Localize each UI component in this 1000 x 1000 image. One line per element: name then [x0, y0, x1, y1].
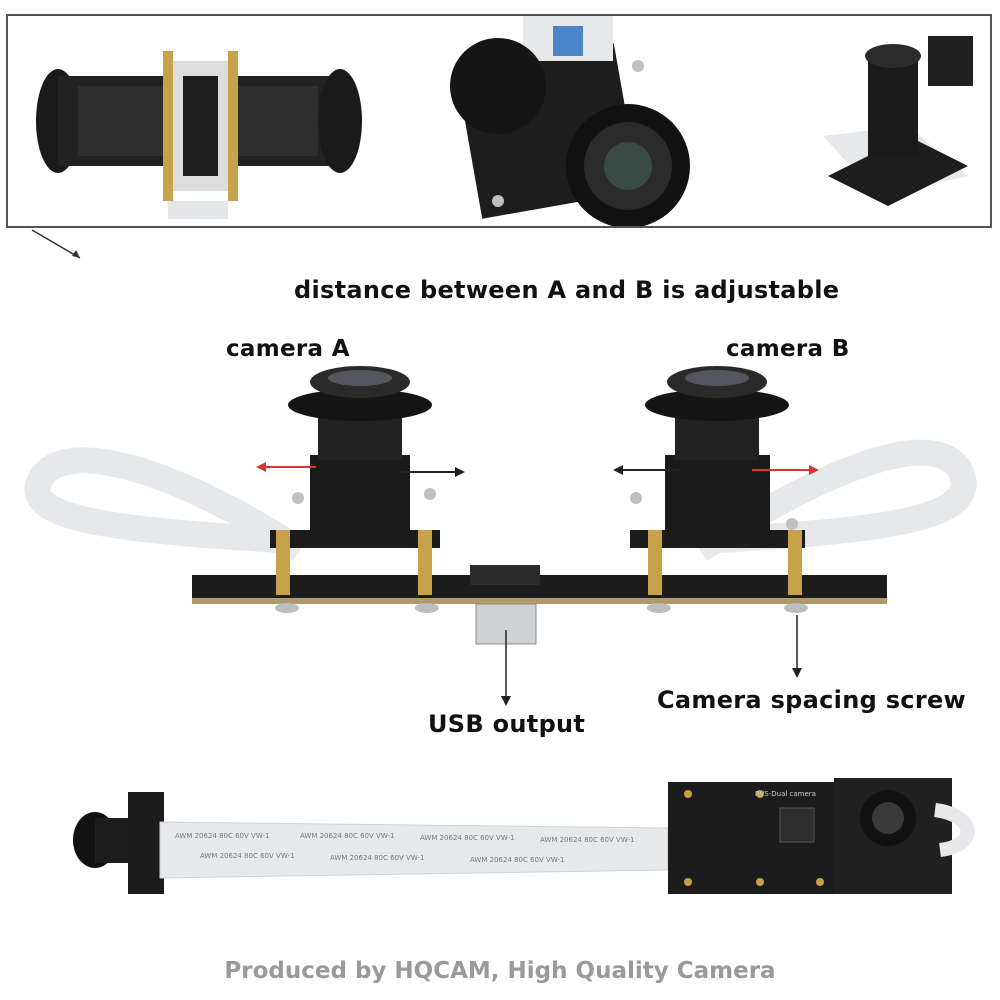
cable-print-2: AWM 20624 80C 60V VW-1: [300, 832, 395, 840]
top-inset-frame: [6, 14, 992, 228]
camera-b-module: [630, 366, 805, 595]
cable-print-1: AWM 20624 80C 60V VW-1: [175, 832, 270, 840]
inset-photos: [36, 16, 973, 226]
inset-photo-fisheye-module: [450, 16, 690, 226]
usb-output-label: USB output: [428, 710, 586, 738]
inset-photo-single-module: [823, 36, 973, 206]
camera-b-move-arrows: [613, 465, 819, 475]
spacing-screw-label: Camera spacing screw: [657, 686, 967, 714]
usb-connector-block: [470, 565, 540, 585]
camera-b-label: camera B: [726, 336, 850, 362]
ribbon-cable-left: [24, 447, 308, 561]
cable-print-5: AWM 20624 80C 60V VW-1: [200, 852, 295, 860]
cable-print-6: AWM 20624 80C 60V VW-1: [330, 854, 425, 862]
bottom-product-photo: AWM 20624 80C 60V VW-1 AWM 20624 80C 60V…: [0, 770, 1000, 920]
dual-camera-board-photo: [24, 366, 977, 706]
footer-credit: Produced by HQCAM, High Quality Camera: [224, 958, 776, 984]
cable-print-3: AWM 20624 80C 60V VW-1: [420, 834, 515, 842]
headline: distance between A and B is adjustable: [294, 276, 840, 304]
inset-photo-back-to-back-lenses: [36, 51, 362, 219]
inset-pointer-arrow: [31, 229, 81, 259]
camera-a-move-arrows: [256, 462, 465, 477]
ribbon-cable-right: [692, 439, 977, 561]
cable-print-7: AWM 20624 80C 60V VW-1: [470, 856, 565, 864]
spacing-screw: [784, 603, 808, 613]
cable-print-4: AWM 20624 80C 60V VW-1: [540, 836, 635, 844]
camera-a-label: camera A: [226, 336, 350, 362]
board-print: RVS-Dual camera: [755, 790, 816, 798]
camera-a-module: [270, 366, 440, 595]
